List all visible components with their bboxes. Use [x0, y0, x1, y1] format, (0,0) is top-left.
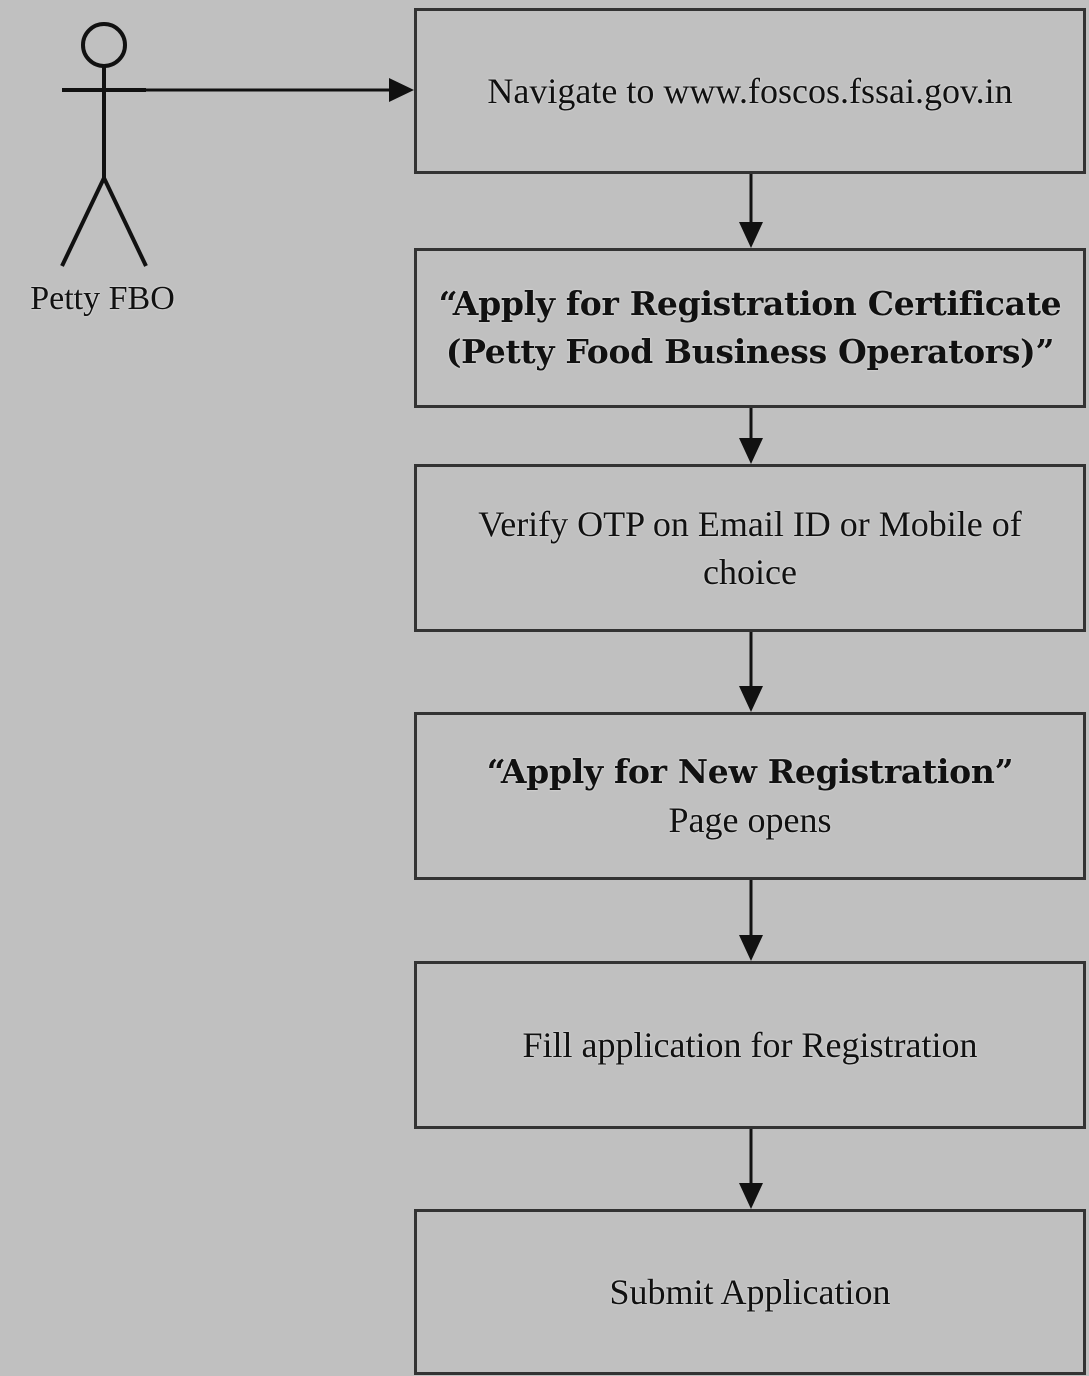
actor-label: Petty FBO — [30, 280, 175, 317]
step-fill-application: Fill application for Registration — [414, 961, 1086, 1129]
step-fill-application-text: Fill application for Registration — [522, 1025, 978, 1065]
step-navigate-text: Navigate to www.foscos.fssai.gov.in — [487, 71, 1013, 111]
stick-figure-icon — [60, 22, 148, 267]
actor-head — [81, 22, 127, 68]
step-arrow-1 — [739, 174, 763, 248]
step-navigate: Navigate to www.foscos.fssai.gov.in — [414, 8, 1086, 174]
step-apply-certificate-line2: (Petty Food Business Operators)” — [445, 332, 1055, 371]
step-verify-otp-line2: choice — [703, 552, 797, 592]
step-arrow-5 — [739, 1129, 763, 1209]
step-apply-new-registration: “Apply for New Registration” Page opens — [414, 712, 1086, 880]
step-submit-application: Submit Application — [414, 1209, 1086, 1375]
step-verify-otp: Verify OTP on Email ID or Mobile of choi… — [414, 464, 1086, 632]
step-submit-application-text: Submit Application — [609, 1272, 891, 1312]
step-apply-certificate-line1: “Apply for Registration Certificate — [438, 284, 1062, 323]
step-new-registration-line1: “Apply for New Registration” — [486, 752, 1014, 791]
step-new-registration-line2: Page opens — [668, 800, 832, 840]
actor-arrow — [146, 78, 414, 102]
step-verify-otp-line1: Verify OTP on Email ID or Mobile of — [478, 504, 1022, 544]
step-apply-registration-certificate: “Apply for Registration Certificate (Pet… — [414, 248, 1086, 408]
step-arrow-3 — [739, 632, 763, 712]
step-arrow-2 — [739, 408, 763, 464]
actor-right-leg — [102, 177, 148, 267]
step-arrow-4 — [739, 880, 763, 961]
actor-left-leg — [60, 177, 106, 267]
